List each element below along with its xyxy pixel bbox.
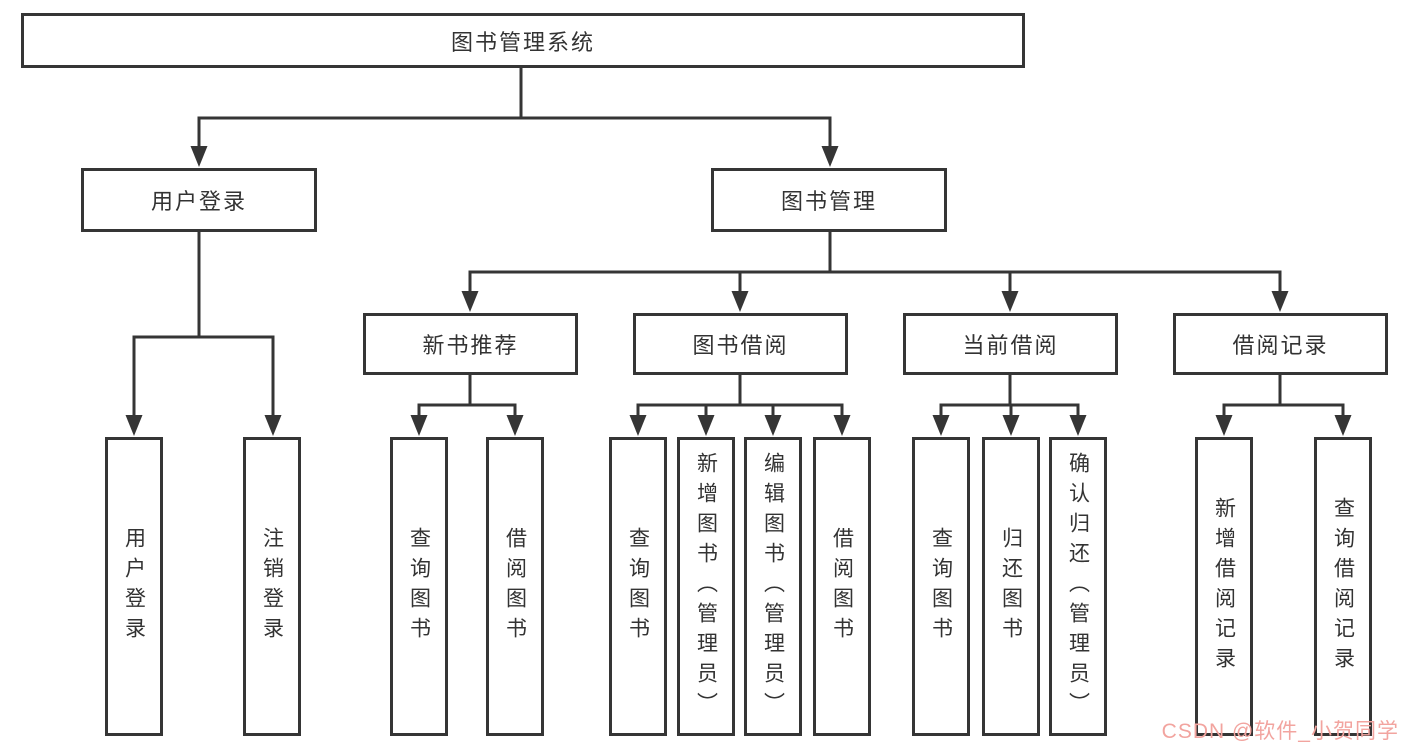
leaf-borrow-books: 借阅图书 [813,437,871,736]
leaf-query-books-recommend: 查询图书 [390,437,448,736]
leaf-return-books: 归还图书 [982,437,1040,736]
leaf-query-borrow-record: 查询借阅记录 [1314,437,1372,736]
leaf-add-books-admin: 新增图书（管理员） [677,437,735,736]
leaf-label: 新增图书（管理员） [694,451,718,722]
leaf-label: 归还图书 [999,526,1023,647]
leaf-label: 查询图书 [929,526,953,647]
leaf-label: 借阅图书 [503,526,527,647]
leaf-label: 编辑图书（管理员） [761,451,785,722]
csdn-watermark: CSDN @软件_小贺同学 [1161,720,1399,743]
leaf-label: 确认归还（管理员） [1066,451,1090,722]
leaf-confirm-return-admin: 确认归还（管理员） [1049,437,1107,736]
leaf-label: 用户登录 [122,526,146,647]
leaf-query-books-borrowing: 查询图书 [609,437,667,736]
leaf-user-login: 用户登录 [105,437,163,736]
node-borrow-records: 借阅记录 [1173,313,1388,375]
leaf-query-books-current: 查询图书 [912,437,970,736]
leaf-label: 查询借阅记录 [1331,496,1355,677]
node-new-book-recommend: 新书推荐 [363,313,578,375]
leaf-logout: 注销登录 [243,437,301,736]
node-current-borrowing: 当前借阅 [903,313,1118,375]
leaf-add-borrow-record: 新增借阅记录 [1195,437,1253,736]
leaf-edit-books-admin: 编辑图书（管理员） [744,437,802,736]
node-root: 图书管理系统 [21,13,1025,68]
leaf-label: 查询图书 [626,526,650,647]
node-user-login: 用户登录 [81,168,317,232]
leaf-borrow-books-recommend: 借阅图书 [486,437,544,736]
node-book-management: 图书管理 [711,168,947,232]
node-book-borrowing: 图书借阅 [633,313,848,375]
leaf-label: 新增借阅记录 [1212,496,1236,677]
leaf-label: 查询图书 [407,526,431,647]
leaf-label: 借阅图书 [830,526,854,647]
leaf-label: 注销登录 [260,526,284,647]
